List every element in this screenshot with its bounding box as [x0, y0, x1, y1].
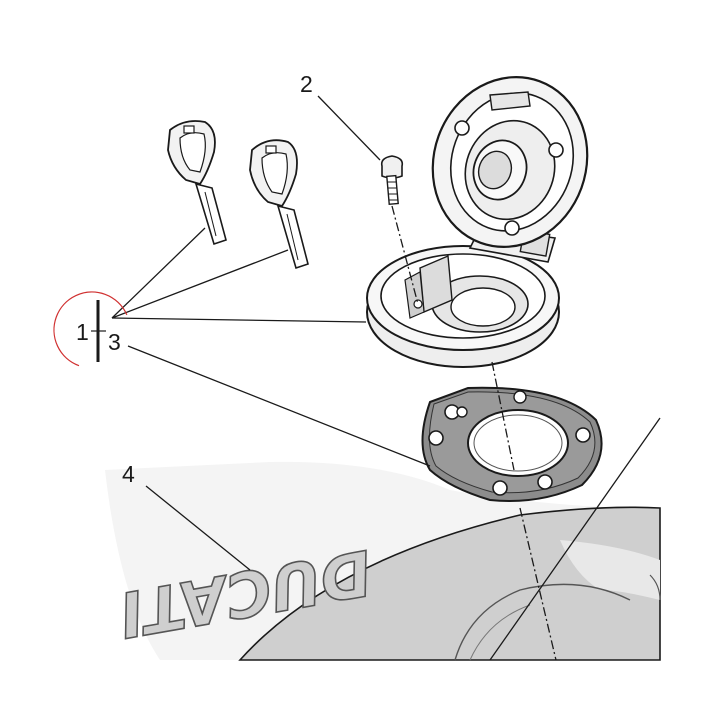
callout-label-1: 1	[76, 319, 89, 345]
fuel-tank: DUCATI	[105, 461, 661, 661]
gasket-ring	[421, 386, 603, 502]
screw	[380, 155, 404, 206]
callout-group-1-3: 1 3	[53, 291, 131, 369]
key-left	[167, 120, 227, 246]
leader-lines	[111, 95, 431, 571]
marker-circle	[53, 291, 131, 369]
callout-label-3: 3	[108, 329, 121, 355]
callout-label-4: 4	[122, 461, 135, 487]
key-right	[249, 139, 309, 270]
assembly-axis-lines	[391, 205, 557, 661]
reference-lines	[489, 417, 661, 661]
filler-cap-assembly	[366, 76, 589, 368]
callout-label-2: 2	[300, 71, 313, 97]
